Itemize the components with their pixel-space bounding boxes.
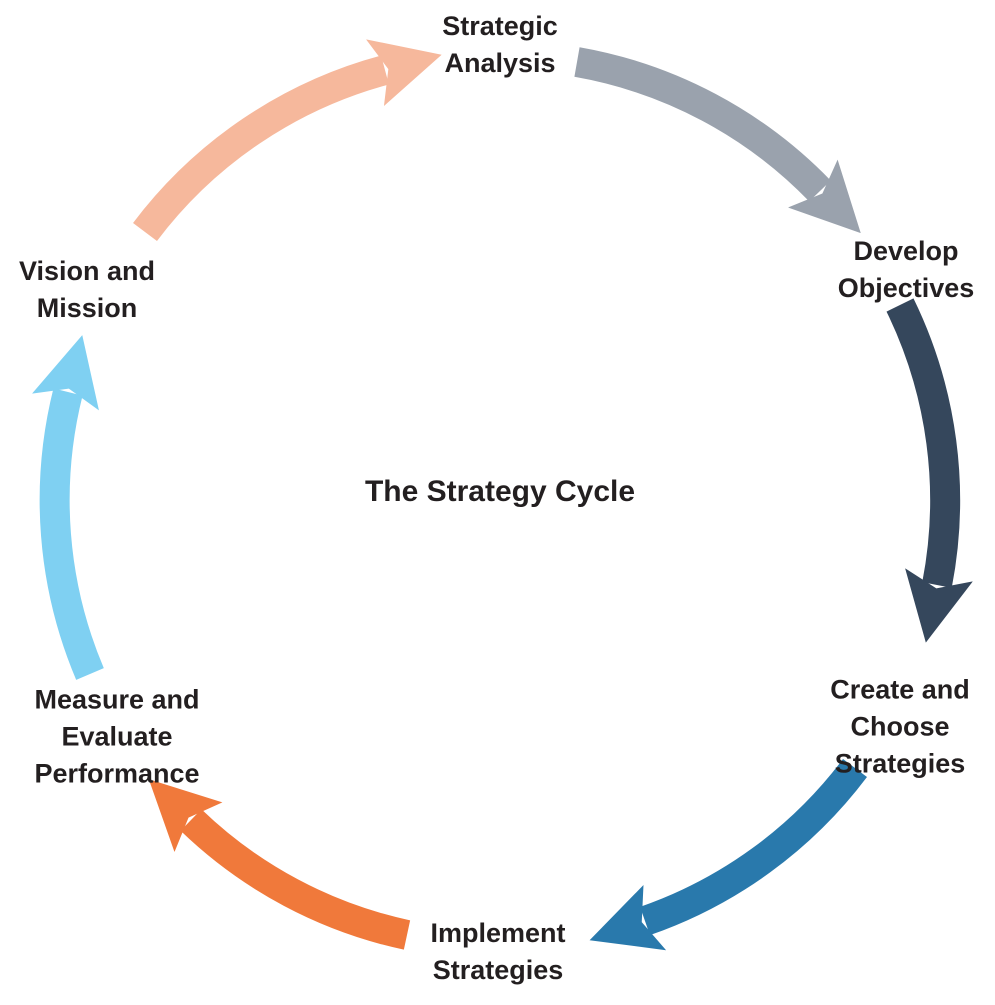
stage-label-measure-and-evaluate-performance: Measure and Evaluate Performance	[34, 682, 199, 793]
stage-label-line: Strategies	[834, 748, 966, 779]
stage-label-line: Analysis	[444, 48, 556, 78]
arrow-create-to-implement	[589, 758, 867, 951]
stage-label-implement-strategies: Implement Strategies	[430, 915, 565, 989]
stage-label-line: Objectives	[837, 273, 975, 303]
arrow-vision-to-analysis	[133, 39, 442, 242]
arrow-implement-to-measure	[148, 779, 411, 950]
stage-label-develop-objectives: Develop Objectives	[838, 233, 975, 307]
stage-label-line: Choose	[850, 711, 950, 742]
stage-label-line: Mission	[36, 293, 138, 323]
stage-label-line: Vision and	[18, 256, 156, 286]
stage-label-line: Create and	[830, 674, 970, 705]
stage-label-strategic-analysis: Strategic Analysis	[442, 8, 558, 82]
stage-label-line: Strategic	[442, 11, 558, 41]
stage-label-line: Implement	[430, 918, 566, 948]
arrow-objectives-to-create	[886, 298, 973, 643]
stage-label-create-and-choose-strategies: Create and Choose Strategies	[830, 672, 970, 783]
stage-label-line: Develop	[853, 236, 959, 266]
stage-label-line: Strategies	[432, 955, 564, 985]
arrow-measure-to-vision	[32, 335, 104, 680]
stage-label-vision-mission: Vision and Mission	[19, 253, 155, 327]
stage-label-line: Performance	[34, 758, 200, 789]
stage-label-line: Measure and	[34, 684, 200, 715]
diagram-title: The Strategy Cycle	[364, 475, 636, 508]
arrow-analysis-to-objectives	[574, 47, 861, 234]
stage-label-line: Evaluate	[61, 721, 173, 752]
